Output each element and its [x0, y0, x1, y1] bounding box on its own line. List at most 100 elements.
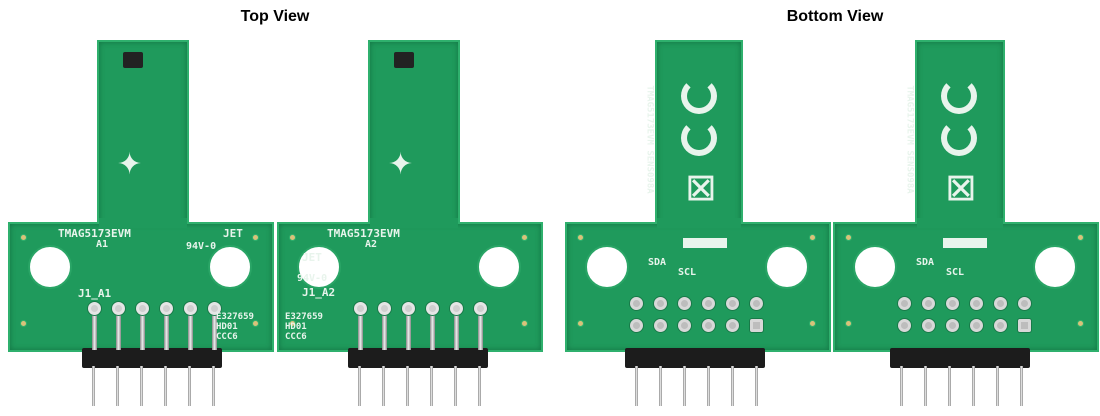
top-board-2-header-pin — [454, 366, 457, 406]
bottom-board-1-via — [577, 234, 584, 241]
top-board-2-mount-hole-left — [297, 245, 341, 289]
bottom-board-1-pin-pad — [702, 297, 715, 310]
bottom-board-2-via — [1077, 234, 1084, 241]
top-board-1-ti-logo: ✦ — [117, 147, 143, 182]
top-board-2-via — [289, 320, 296, 327]
bottom-board-2-pin-pad — [994, 319, 1007, 332]
top-board-1-pin-pad — [112, 302, 125, 315]
bottom-board-1-pin-header — [625, 348, 765, 368]
top-board-2-lot-code: CCC6 — [285, 332, 307, 342]
top-board-1-header-pin — [140, 366, 143, 406]
bottom-board-2-weee-bin-icon: ⊠ — [945, 165, 977, 209]
bottom-board-2-via — [845, 320, 852, 327]
top-board-1-header-pin-top — [212, 310, 217, 350]
bottom-board-1-weee-bin-icon: ⊠ — [685, 165, 717, 209]
bottom-board-2-via — [845, 234, 852, 241]
bottom-board-2-silk-bar — [943, 238, 987, 248]
bottom-board-1-silk-bar — [683, 238, 727, 248]
top-board-2-header-pin-top — [454, 310, 459, 350]
top-board-1-header-pin-top — [92, 310, 97, 350]
top-board-1-connector-label: J1_A1 — [78, 287, 112, 300]
top-board-1-mount-hole-right — [208, 245, 252, 289]
bottom-board-2-mount-hole-left — [853, 245, 897, 289]
bottom-board-2-pin-pad — [922, 319, 935, 332]
top-board-1-pin-pad — [136, 302, 149, 315]
top-board-1-header-pin — [92, 366, 95, 406]
bottom-board-2-header-pin — [924, 366, 927, 406]
top-board-2-mount-hole-right — [477, 245, 521, 289]
top-board-2-pin-header — [348, 348, 488, 368]
bottom-board-2-header-pin — [996, 366, 999, 406]
bottom-board-2-pin-pad — [898, 297, 911, 310]
bottom-board-1-header-pin — [707, 366, 710, 406]
bottom-board-1-side-text: TMAG5173EVM SENS098A — [644, 85, 655, 194]
top-board-2-pin-pad — [450, 302, 463, 315]
bottom-board-1-pin-pad — [654, 297, 667, 310]
top-board-1-lot-code: CCC6 — [216, 332, 238, 342]
bottom-board-1-header-pin — [659, 366, 662, 406]
top-board-2-via — [289, 234, 296, 241]
top-board-1-header-pin — [116, 366, 119, 406]
bottom-board-1-scl-label: SCL — [678, 267, 697, 278]
bottom-board-2-ce-mark-e — [941, 120, 977, 156]
bottom-board-1-pin-pad — [630, 319, 643, 332]
top-board-2-header-pin — [358, 366, 361, 406]
top-board-1-via — [20, 234, 27, 241]
top-board-2-connector-label: J1_A2 — [302, 286, 336, 299]
top-board-2-mark-jet: JET — [302, 251, 322, 264]
top-board-1-header-pin-top — [164, 310, 169, 350]
top-board-1-header-pin — [188, 366, 191, 406]
top-board-1-header-pin — [212, 366, 215, 406]
top-board-1-via — [252, 320, 259, 327]
bottom-board-2-pin-header — [890, 348, 1030, 368]
bottom-board-2-sda-label: SDA — [916, 257, 935, 268]
bottom-board-2-joint — [917, 218, 1003, 228]
top-board-1-lot-code: HD01 — [216, 322, 238, 332]
top-board-2-header-pin — [406, 366, 409, 406]
bottom-board-1-via — [809, 320, 816, 327]
bottom-board-1-header-pin — [635, 366, 638, 406]
top-board-2-header-pin-top — [430, 310, 435, 350]
bottom-board-2-header-pin — [972, 366, 975, 406]
bottom-board-2-pin-pad — [1018, 319, 1031, 332]
bottom-board-2-pin-pad — [970, 319, 983, 332]
top-board-2-header-pin-top — [406, 310, 411, 350]
bottom-board-1-ce-mark-c — [681, 78, 717, 114]
top-board-2-ti-logo: ✦ — [388, 147, 414, 182]
bottom-board-1-header-pin — [731, 366, 734, 406]
top-board-2-header-pin — [478, 366, 481, 406]
bottom-board-2-mount-hole-right — [1033, 245, 1077, 289]
top-board-1-stem — [97, 40, 189, 230]
bottom-board-1-ce-mark-e — [681, 120, 717, 156]
bottom-view-title: Bottom View — [786, 8, 884, 25]
top-board-2-header-pin — [382, 366, 385, 406]
top-board-1-part-name: TMAG5173EVM — [58, 227, 131, 240]
bottom-board-1-header-pin — [683, 366, 686, 406]
top-board-1-lot-code: E327659 — [216, 312, 254, 322]
top-board-1-header-pin-top — [116, 310, 121, 350]
bottom-board-1-mount-hole-right — [765, 245, 809, 289]
top-board-2-pin-pad — [426, 302, 439, 315]
top-board-2-header-pin-top — [358, 310, 363, 350]
bottom-board-2-pin-pad — [1018, 297, 1031, 310]
top-board-1-pin-header — [82, 348, 222, 368]
bottom-board-1-pin-pad — [678, 297, 691, 310]
bottom-board-1-pin-pad — [726, 319, 739, 332]
top-board-1-variant: A1 — [96, 239, 109, 250]
top-board-2-lot-code: HD01 — [285, 322, 307, 332]
bottom-board-1-pin-pad — [750, 297, 763, 310]
bottom-board-2-pin-pad — [970, 297, 983, 310]
top-board-2-joint — [370, 218, 458, 228]
top-board-1-mark-94v0: 94V-0 — [186, 241, 217, 252]
top-board-1-via — [20, 320, 27, 327]
top-board-2-via — [521, 234, 528, 241]
bottom-board-1-stem — [655, 40, 743, 230]
bottom-board-2-pin-pad — [946, 297, 959, 310]
top-board-2-mark-94v0: 94V-0 — [297, 273, 328, 284]
top-board-1-sensor-chip — [123, 52, 143, 68]
bottom-board-2-ce-mark-c — [941, 78, 977, 114]
top-board-2-part-name: TMAG5173EVM — [327, 227, 400, 240]
bottom-board-1-via — [577, 320, 584, 327]
top-board-2-header-pin-top — [382, 310, 387, 350]
top-board-2-lot-code: E327659 — [285, 312, 323, 322]
